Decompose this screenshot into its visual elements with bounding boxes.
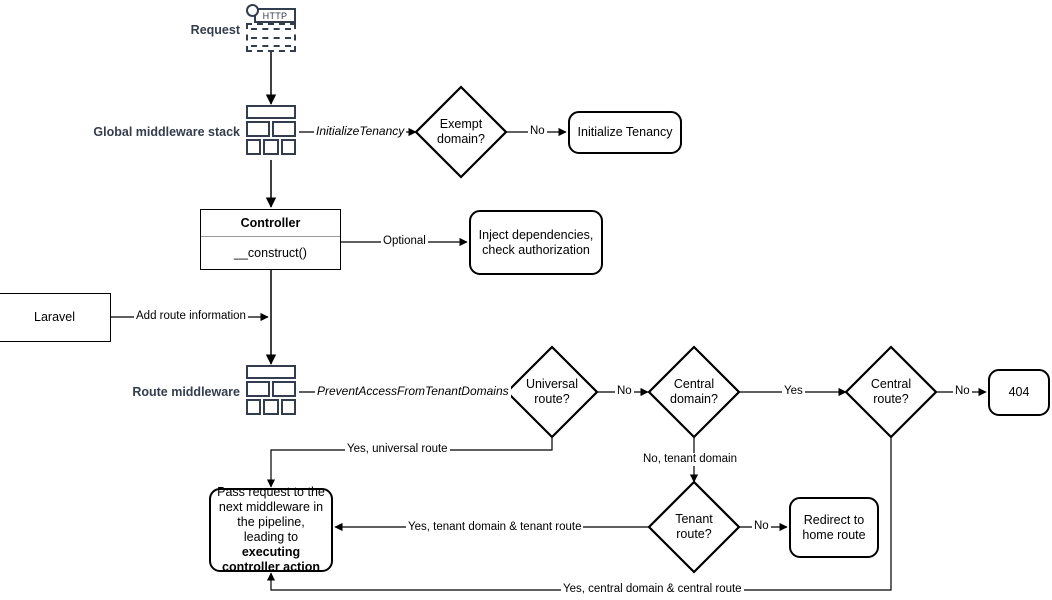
stack-cell xyxy=(280,399,296,415)
edge-label-initialize-tenancy-middleware: InitializeTenancy xyxy=(314,124,407,138)
node-inject-dependencies[interactable]: Inject dependencies, check authorization xyxy=(469,210,603,275)
route-middleware-stack-icon xyxy=(246,365,296,415)
decision-exempt-domain-shape xyxy=(414,85,508,179)
side-label-route-middleware: Route middleware xyxy=(132,385,240,399)
node-redirect-home-route-line1: Redirect to xyxy=(803,512,865,527)
node-redirect-home-route-text: Redirect to home route xyxy=(802,513,865,543)
node-redirect-home-route-line2: home route xyxy=(802,527,866,542)
decision-universal-route-line1: Universal xyxy=(525,377,579,391)
decision-exempt-domain[interactable]: Exempt domain? xyxy=(416,87,506,177)
node-laravel-label: Laravel xyxy=(34,310,75,324)
decision-tenant-route-shape xyxy=(647,480,741,574)
stack-cell xyxy=(246,121,270,137)
stack-cell xyxy=(263,139,279,155)
edge-label-no-tenant-domain: No, tenant domain xyxy=(641,453,739,466)
decision-exempt-domain-line2: domain? xyxy=(437,132,485,146)
stack-row-1 xyxy=(246,365,296,379)
node-inject-dependencies-text: Inject dependencies, check authorization xyxy=(479,228,594,258)
node-inject-dependencies-line1: Inject dependencies, xyxy=(478,227,594,242)
decision-universal-route-line2: route? xyxy=(534,392,570,406)
node-404[interactable]: 404 xyxy=(988,369,1050,416)
stack-cell xyxy=(246,365,296,379)
edge-label-controller-optional: Optional xyxy=(381,235,428,248)
edge-label-yes-tenant-domain-tenant-route: Yes, tenant domain & tenant route xyxy=(406,521,584,534)
http-request-icon-label: HTTP xyxy=(254,8,296,23)
edge-label-add-route-information: Add route information xyxy=(134,310,248,323)
node-redirect-home-route[interactable]: Redirect to home route xyxy=(789,497,879,558)
decision-tenant-route-line2: route? xyxy=(676,527,712,541)
stack-cell xyxy=(272,121,296,137)
edge-label-yes-universal-route: Yes, universal route xyxy=(345,443,450,456)
edge-label-yes-central-domain-central-route: Yes, central domain & central route xyxy=(561,583,744,596)
node-initialize-tenancy[interactable]: Initialize Tenancy xyxy=(568,111,682,154)
http-request-icon-dash-3 xyxy=(251,45,291,47)
http-request-icon-dash-1 xyxy=(251,28,291,30)
node-initialize-tenancy-label: Initialize Tenancy xyxy=(577,125,673,139)
node-pass-request-text: Pass request to the next middleware in t… xyxy=(217,485,325,575)
decision-central-route-text: Central route? xyxy=(871,377,911,407)
http-request-icon: HTTP xyxy=(246,4,298,54)
node-404-label: 404 xyxy=(1008,385,1030,399)
decision-central-route-line1: Central xyxy=(870,377,912,391)
http-request-icon-dash-2 xyxy=(251,36,291,39)
edge-label-prevent-access-middleware: PreventAccessFromTenantDomains xyxy=(315,384,511,398)
decision-tenant-route[interactable]: Tenant route? xyxy=(649,482,739,572)
stack-row-2 xyxy=(246,381,296,397)
decision-exempt-domain-line1: Exempt xyxy=(439,117,483,131)
edge-label-central-route-no: No xyxy=(953,385,972,398)
side-label-request: Request xyxy=(190,23,240,37)
stack-cell xyxy=(246,105,296,119)
decision-central-domain-line1: Central xyxy=(673,377,715,391)
decision-universal-route-shape xyxy=(505,345,599,439)
edge-label-tenant-route-no: No xyxy=(752,520,771,533)
decision-exempt-domain-text: Exempt domain? xyxy=(437,117,485,147)
stack-cell xyxy=(263,399,279,415)
edge-label-central-domain-yes: Yes xyxy=(782,385,805,398)
stack-cell xyxy=(246,399,262,415)
decision-universal-route[interactable]: Universal route? xyxy=(507,347,597,437)
node-laravel[interactable]: Laravel xyxy=(0,293,111,342)
node-pass-request[interactable]: Pass request to the next middleware in t… xyxy=(209,485,333,575)
decision-central-route-line2: route? xyxy=(873,392,909,406)
decision-central-route-shape xyxy=(844,345,938,439)
stack-cell xyxy=(272,381,296,397)
http-request-icon-body xyxy=(246,23,296,52)
http-request-icon-circle xyxy=(246,4,259,17)
decision-central-domain-text: Central domain? xyxy=(670,377,718,407)
node-controller[interactable]: Controller __construct() xyxy=(200,209,341,270)
stack-row-2 xyxy=(246,121,296,137)
edge-label-universal-route-no: No xyxy=(615,385,634,398)
node-controller-member: __construct() xyxy=(234,246,307,260)
decision-tenant-route-text: Tenant route? xyxy=(675,512,713,542)
stack-row-3 xyxy=(246,399,296,415)
decision-central-route[interactable]: Central route? xyxy=(846,347,936,437)
node-pass-request-emphasis: executing controller action xyxy=(222,545,320,574)
decision-central-domain-line2: domain? xyxy=(670,392,718,406)
node-inject-dependencies-line2: check authorization xyxy=(482,242,590,257)
stack-cell xyxy=(246,139,262,155)
side-label-global-middleware-stack: Global middleware stack xyxy=(93,125,240,139)
decision-central-domain-shape xyxy=(647,345,741,439)
node-pass-request-lead: Pass request to the next middleware in t… xyxy=(217,485,325,544)
stack-row-3 xyxy=(246,139,296,155)
stack-row-1 xyxy=(246,105,296,119)
global-middleware-stack-icon xyxy=(246,105,296,155)
stack-cell xyxy=(280,139,296,155)
node-controller-title: Controller xyxy=(201,210,340,237)
decision-central-domain[interactable]: Central domain? xyxy=(649,347,739,437)
stack-cell xyxy=(246,381,270,397)
decision-tenant-route-line1: Tenant xyxy=(675,512,713,526)
decision-universal-route-text: Universal route? xyxy=(526,377,578,407)
edge-label-exempt-domain-no: No xyxy=(528,125,547,138)
